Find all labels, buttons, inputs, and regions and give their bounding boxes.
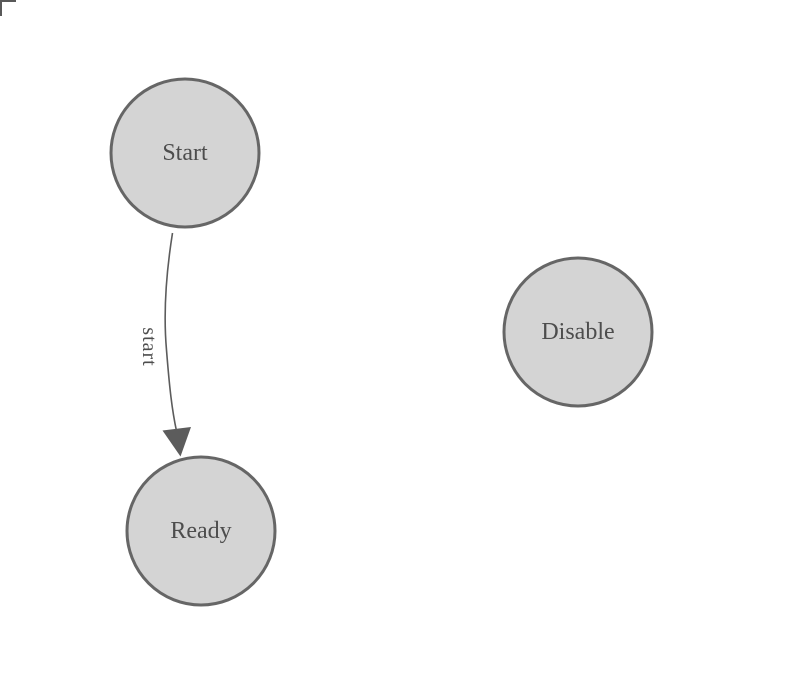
- node-ready[interactable]: Ready: [125, 455, 277, 607]
- node-disable[interactable]: Disable: [502, 256, 654, 408]
- node-ready-label: Ready: [170, 518, 231, 544]
- edge-start-ready-path[interactable]: [164, 232, 178, 432]
- edge-label: start: [138, 327, 160, 366]
- node-disable-circle[interactable]: [502, 256, 654, 408]
- node-start-circle[interactable]: [109, 77, 261, 229]
- edge-start-ready[interactable]: start: [138, 232, 191, 457]
- node-start[interactable]: Start: [109, 77, 261, 229]
- node-start-label: Start: [162, 140, 208, 166]
- canvas-origin-mark: [0, 0, 16, 16]
- node-disable-label: Disable: [541, 319, 614, 345]
- edge-arrowhead-icon: [162, 427, 191, 457]
- node-ready-circle[interactable]: [125, 455, 277, 607]
